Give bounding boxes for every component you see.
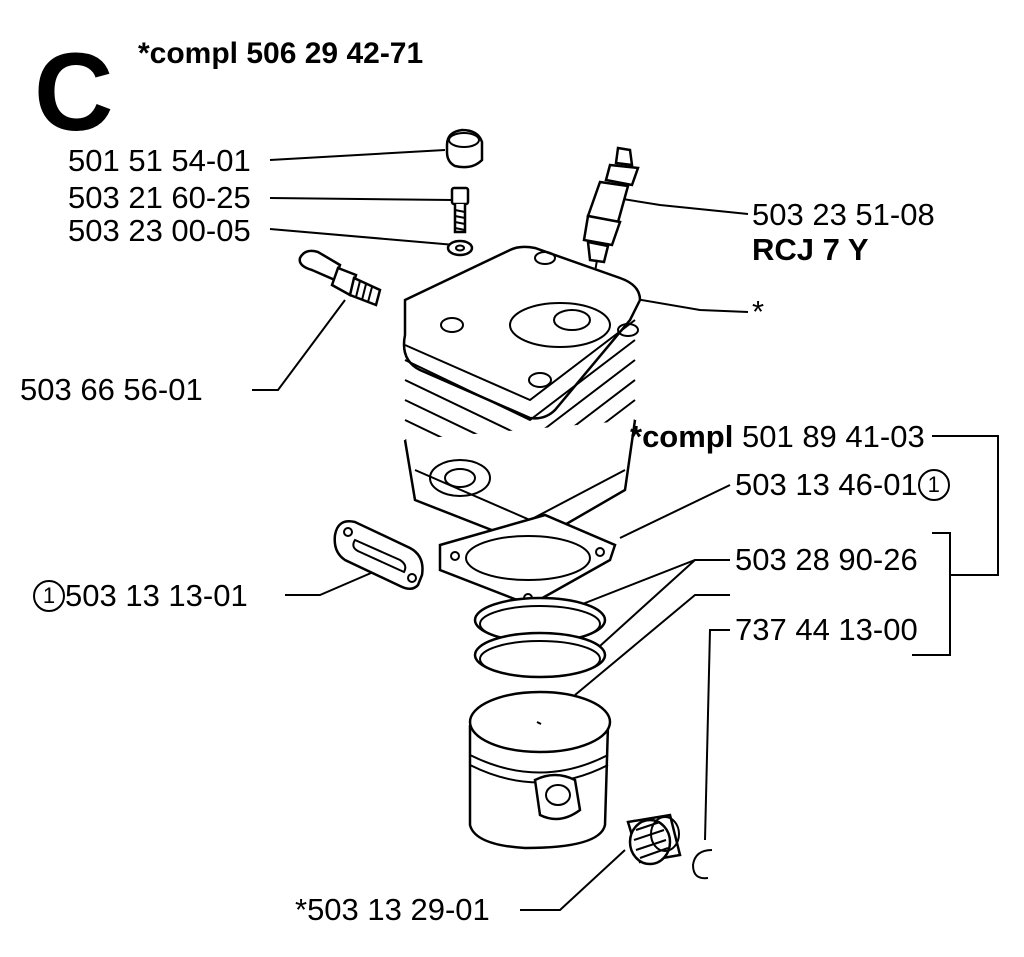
leader-lines	[252, 149, 999, 911]
muffler-gasket-part	[333, 520, 424, 590]
screw-part	[450, 186, 470, 234]
piston-rings-part	[473, 596, 607, 679]
label-decomp-valve: 503 66 56-01	[20, 372, 203, 407]
base-gasket-number: 503 13 46-01	[735, 467, 918, 502]
label-needle-bearing: *503 13 29-01	[295, 892, 490, 927]
decomp-valve-part	[298, 249, 382, 307]
muffler-gasket-number: 503 13 13-01	[65, 578, 248, 613]
header-kit-number: *compl 506 29 42-71	[138, 37, 424, 70]
label-screw: 503 21 60-25	[68, 180, 251, 215]
section-letter: C	[34, 31, 114, 154]
circle-marker: 1	[33, 580, 65, 612]
label-circlip: 737 44 13-00	[735, 612, 918, 647]
washer-part	[446, 239, 474, 257]
cylinder-part	[402, 245, 642, 547]
compl-number: 501 89 41-03	[741, 419, 925, 454]
label-compl-kit: *compl 501 89 41-03	[630, 421, 925, 452]
circlip-part	[691, 849, 713, 880]
circle-marker: 1	[917, 469, 950, 501]
label-cylinder-ref: *	[752, 294, 765, 329]
spark-plug-part	[582, 146, 640, 273]
label-spark-plug: 503 23 51-08	[752, 197, 935, 232]
label-cap: 501 51 54-01	[68, 143, 251, 178]
base-gasket-part	[438, 513, 617, 607]
label-spark-plug-type: RCJ 7 Y	[752, 232, 869, 267]
cap-part	[445, 128, 484, 169]
label-piston-ring: 503 28 90-26	[735, 542, 918, 577]
needle-bearing-part	[626, 813, 682, 866]
piston-part	[468, 690, 612, 850]
compl-prefix: *compl	[630, 419, 734, 454]
label-washer: 503 23 00-05	[68, 213, 251, 248]
